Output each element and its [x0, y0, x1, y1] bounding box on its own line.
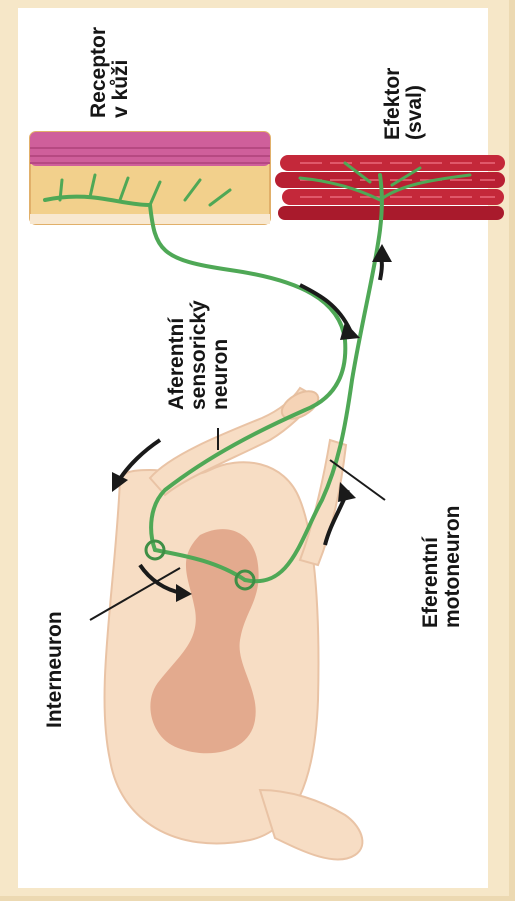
spinal-cord	[105, 385, 363, 859]
interneuron-label: Interneuron	[44, 611, 66, 728]
effector-label: Efektor(sval)	[382, 68, 426, 140]
muscle-effector	[275, 155, 505, 220]
